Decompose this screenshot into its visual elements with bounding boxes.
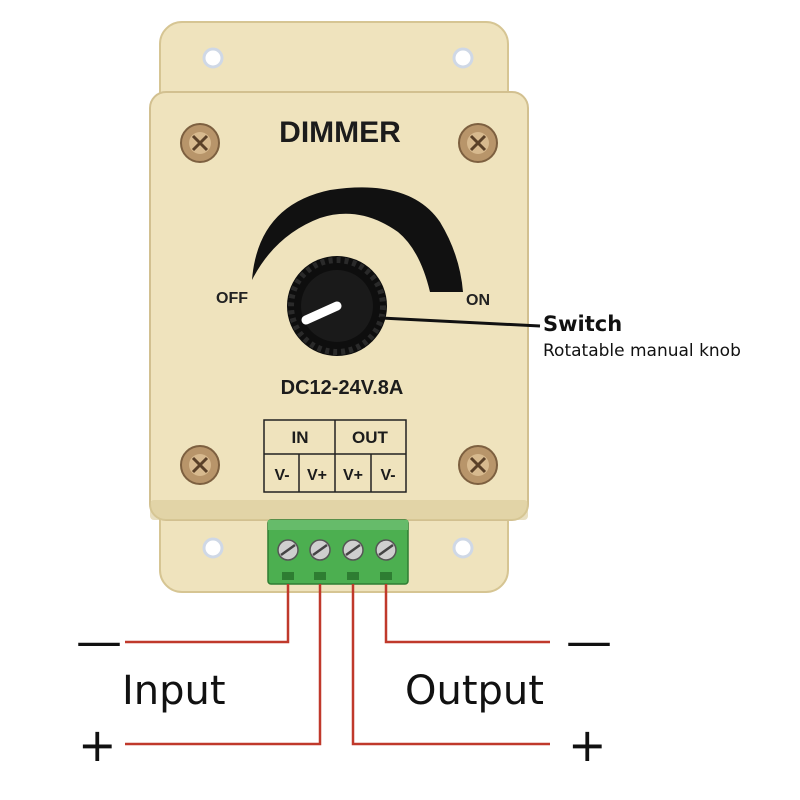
phillips-screw-icon	[458, 123, 498, 163]
terminal-group-out: OUT	[352, 428, 389, 447]
terminal-block	[267, 519, 409, 585]
callout-subtitle: Rotatable manual knob	[543, 341, 741, 361]
input-label: Input	[122, 668, 226, 714]
mounting-hole-icon	[452, 47, 474, 69]
terminal-group-in: IN	[292, 428, 309, 447]
output-plus-sign: +	[568, 718, 607, 772]
terminal-label: V-	[274, 467, 289, 484]
mounting-hole-icon	[202, 537, 224, 559]
terminal-label: V-	[380, 467, 395, 484]
input-minus-sign: —	[76, 614, 122, 668]
terminal-label: V+	[343, 467, 363, 484]
input-plus-sign: +	[78, 718, 117, 772]
terminal-screw-icon	[309, 539, 331, 561]
rotary-knob-icon[interactable]	[287, 256, 387, 356]
terminal-table	[263, 419, 407, 493]
output-negative-wire	[384, 584, 550, 644]
rating-label: DC12-24V.8A	[281, 377, 404, 399]
phillips-screw-icon	[458, 445, 498, 485]
on-label: ON	[466, 292, 490, 309]
callout-title: Switch	[543, 312, 623, 336]
mounting-hole-icon	[202, 47, 224, 69]
off-label: OFF	[216, 290, 248, 307]
device-title: DIMMER	[279, 116, 401, 149]
output-minus-sign: —	[566, 614, 612, 668]
terminal-screw-icon	[375, 539, 397, 561]
dimmer-range-arc	[252, 187, 463, 292]
phillips-screw-icon	[180, 123, 220, 163]
input-negative-wire	[125, 584, 290, 644]
terminal-screw-icon	[277, 539, 299, 561]
mounting-hole-icon	[452, 537, 474, 559]
phillips-screw-icon	[180, 445, 220, 485]
input-positive-wire	[125, 584, 322, 746]
callout-leader-line	[379, 316, 541, 328]
terminal-label: V+	[307, 467, 327, 484]
terminal-screw-icon	[342, 539, 364, 561]
output-positive-wire	[351, 584, 550, 746]
output-label: Output	[405, 668, 544, 714]
wiring	[125, 584, 550, 746]
